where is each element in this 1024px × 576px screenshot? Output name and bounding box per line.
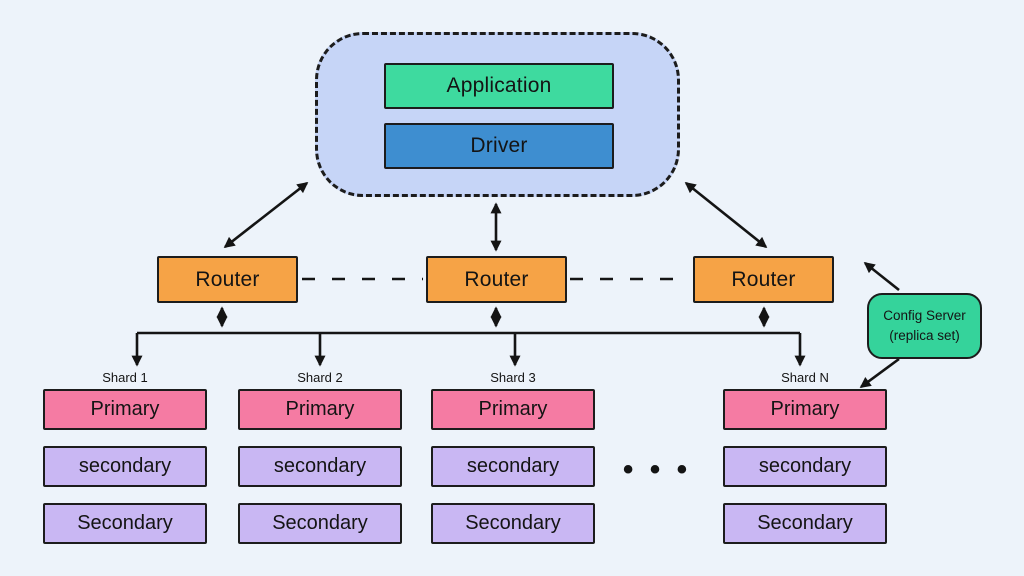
shard-1-label: Shard 1 <box>102 370 148 385</box>
shard-3-secondary-node-1: secondary <box>431 446 595 487</box>
arrow-cluster-router-1 <box>223 181 309 249</box>
shard-n-secondary-2-label: Secondary <box>757 512 853 534</box>
shard-n-primary-label: Primary <box>770 398 840 420</box>
shard-1-secondary-1-label: secondary <box>78 455 172 477</box>
shard-2-secondary-2-label: Secondary <box>272 512 368 534</box>
shard-3-secondary-1-label: secondary <box>466 455 560 477</box>
arrow-config-to-shard-n <box>859 357 900 389</box>
shard-2-primary-label: Primary <box>285 398 355 420</box>
shard-n-label: Shard N <box>781 370 829 385</box>
shard-2-secondary-node-2: Secondary <box>238 503 402 544</box>
more-shards-ellipsis: • • • <box>622 453 692 486</box>
router-1-label: Router <box>195 267 260 291</box>
shard-2-primary-node: Primary <box>238 389 402 430</box>
shard-column-2: Shard 2 Primary secondary Secondary <box>238 369 402 560</box>
shard-1-secondary-node-2: Secondary <box>43 503 207 544</box>
shard-column-3: Shard 3 Primary secondary Secondary <box>431 369 595 560</box>
arrow-cluster-router-3 <box>684 181 768 249</box>
application-cluster: Application Driver <box>315 32 680 197</box>
shard-3-primary-label: Primary <box>478 398 548 420</box>
shard-1-primary-label: Primary <box>90 398 160 420</box>
shard-2-secondary-node-1: secondary <box>238 446 402 487</box>
config-server-label-line2: (replica set) <box>889 328 960 343</box>
arrow-config-to-router <box>863 261 900 292</box>
shard-n-secondary-node-1: secondary <box>723 446 887 487</box>
shard-2-secondary-1-label: secondary <box>273 455 367 477</box>
router-3-label: Router <box>731 267 796 291</box>
router-2-label: Router <box>464 267 529 291</box>
shard-3-label: Shard 3 <box>490 370 536 385</box>
config-server-node: Config Server (replica set) <box>867 293 982 359</box>
driver-node: Driver <box>384 123 614 169</box>
application-node: Application <box>384 63 614 109</box>
shard-3-primary-node: Primary <box>431 389 595 430</box>
router-node-3: Router <box>693 256 834 303</box>
shard-1-secondary-node-1: secondary <box>43 446 207 487</box>
shard-n-primary-node: Primary <box>723 389 887 430</box>
shard-column-n: Shard N Primary secondary Secondary <box>723 369 887 560</box>
shard-3-secondary-node-2: Secondary <box>431 503 595 544</box>
shard-1-primary-node: Primary <box>43 389 207 430</box>
shard-n-secondary-1-label: secondary <box>758 455 852 477</box>
shard-column-1: Shard 1 Primary secondary Secondary <box>43 369 207 560</box>
shard-1-secondary-2-label: Secondary <box>77 512 173 534</box>
router-node-2: Router <box>426 256 567 303</box>
application-label: Application <box>446 74 552 97</box>
config-server-label-line1: Config Server <box>883 308 966 324</box>
shard-3-secondary-2-label: Secondary <box>465 512 561 534</box>
shard-2-label: Shard 2 <box>297 370 343 385</box>
shard-n-secondary-node-2: Secondary <box>723 503 887 544</box>
driver-label: Driver <box>470 134 528 157</box>
router-node-1: Router <box>157 256 298 303</box>
